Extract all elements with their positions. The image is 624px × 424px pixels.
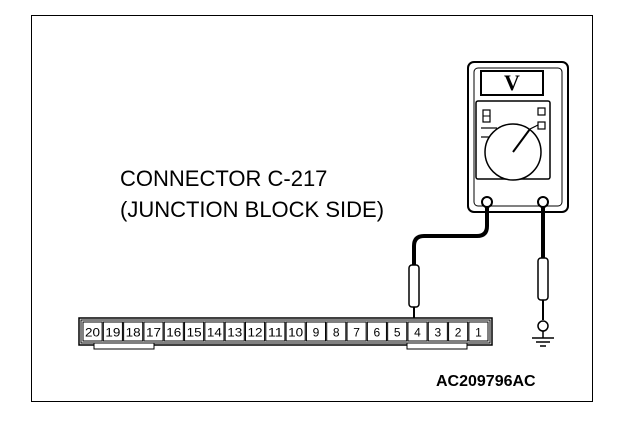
pin-cell xyxy=(143,321,164,342)
pin-cell xyxy=(387,321,408,342)
terminal-negative xyxy=(537,196,549,208)
pin-number: 1 xyxy=(475,326,482,340)
connector-label: CONNECTOR C-217 xyxy=(120,166,328,191)
pin-cell xyxy=(366,321,387,342)
pin-number: 14 xyxy=(207,326,222,340)
meter-display xyxy=(480,70,544,96)
pin-cell xyxy=(285,321,306,342)
pin-number: 3 xyxy=(434,326,441,340)
pin-cell xyxy=(265,321,286,342)
pin-cell xyxy=(305,321,327,342)
pin-number: 4 xyxy=(414,326,421,340)
pin-cell xyxy=(184,321,205,342)
probe-icon xyxy=(408,264,420,322)
pin-cell xyxy=(244,321,266,342)
ground-symbol-icon xyxy=(532,331,554,347)
diagram-frame xyxy=(31,15,593,402)
meter-symbol: V xyxy=(504,70,520,95)
pin-number: 6 xyxy=(374,326,381,340)
terminal-positive xyxy=(481,196,493,208)
pin-number: 19 xyxy=(105,326,120,340)
pin-number: 8 xyxy=(333,326,340,340)
pin-number: 11 xyxy=(268,326,283,340)
pin-number: 12 xyxy=(248,326,263,340)
pin-number: 20 xyxy=(85,326,100,340)
pin-number: 17 xyxy=(146,326,161,340)
pin-cell xyxy=(82,321,103,342)
pin-number: 2 xyxy=(455,326,462,340)
pin-cell xyxy=(163,321,184,342)
pin-number: 5 xyxy=(394,326,401,340)
pin-cell xyxy=(326,321,347,342)
pin-number: 10 xyxy=(288,326,303,340)
pin-cell xyxy=(448,321,469,342)
pin-cell xyxy=(224,321,245,342)
pin-number: 18 xyxy=(126,326,141,340)
pin-number: 7 xyxy=(353,326,360,340)
pin-cell xyxy=(346,321,367,342)
pin-number: 15 xyxy=(187,326,202,340)
pin-cell xyxy=(123,321,144,342)
pin-number: 16 xyxy=(166,326,181,340)
pin-cell xyxy=(204,321,225,342)
pin-cell xyxy=(468,321,489,342)
pin-cell xyxy=(102,321,123,342)
test-lead-positive xyxy=(412,207,489,270)
voltmeter-icon: V xyxy=(467,61,569,213)
pin-cell xyxy=(427,321,448,342)
pin-cell xyxy=(407,321,428,342)
pin-number: 9 xyxy=(313,326,320,340)
pin-number: 13 xyxy=(227,326,242,340)
connector-side-label: (JUNCTION BLOCK SIDE) xyxy=(120,197,385,222)
figure-code: AC209796AC xyxy=(436,373,536,390)
probe-negative xyxy=(537,257,549,301)
